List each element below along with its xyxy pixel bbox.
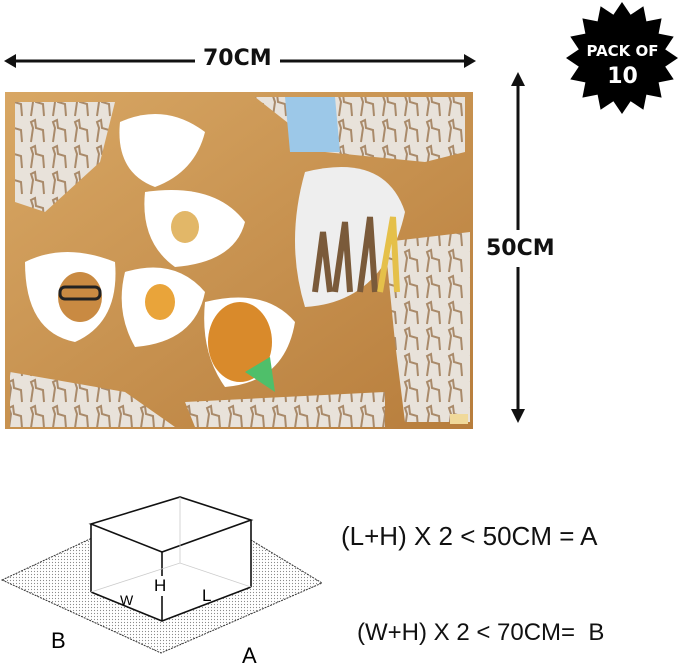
label-w: W — [120, 592, 134, 608]
height-label: 50CM — [484, 230, 557, 267]
giraffe-poster — [5, 92, 473, 429]
label-l: L — [202, 586, 212, 605]
label-h: H — [154, 576, 167, 596]
formula-a: (L+H) X 2 < 50CM = A — [341, 521, 598, 551]
label-a: A — [242, 643, 257, 663]
badge-line2: 10 — [607, 64, 638, 89]
box-diagram — [0, 496, 324, 654]
formula-b: (W+H) X 2 < 70CM= B — [357, 619, 605, 646]
starburst-badge — [566, 2, 678, 114]
width-label: 70CM — [195, 46, 280, 71]
badge-line1: PACK OF — [586, 42, 659, 60]
label-b: B — [51, 628, 66, 653]
